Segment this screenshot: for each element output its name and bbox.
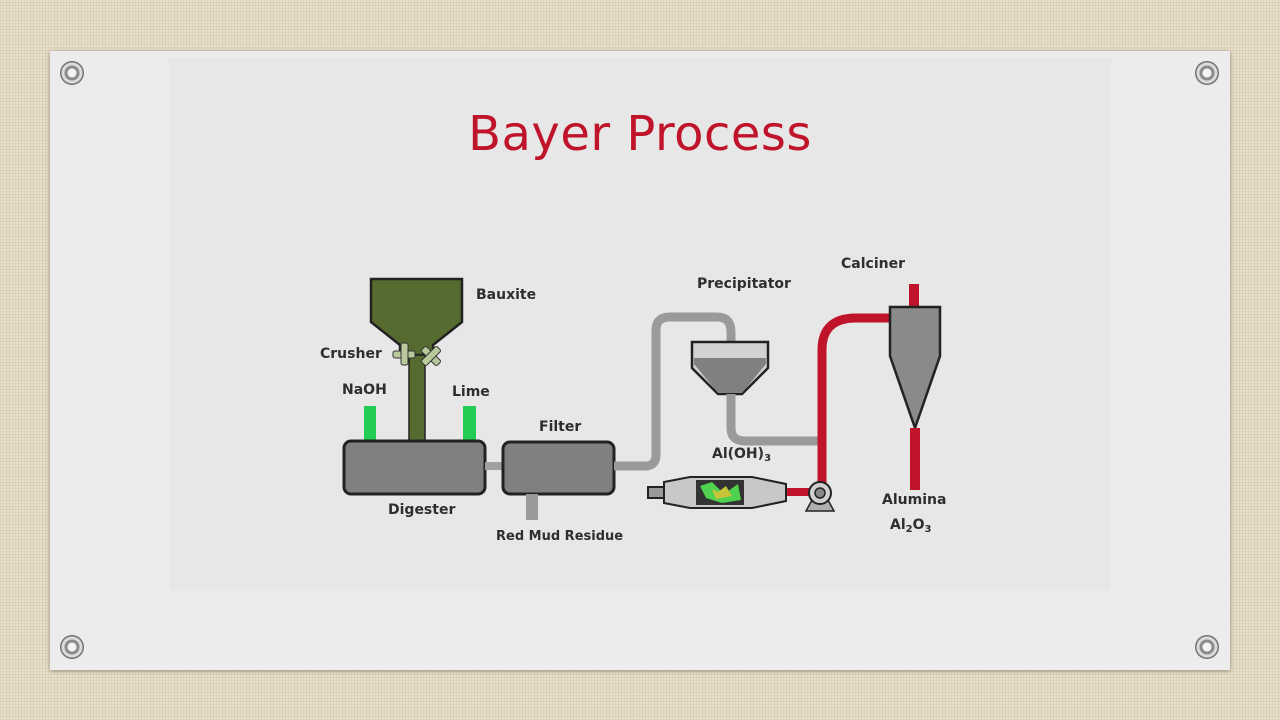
label-digester: Digester xyxy=(388,502,455,518)
label-aloh3: Al(OH)3 xyxy=(712,446,771,464)
feed-column xyxy=(408,354,426,443)
label-crusher: Crusher xyxy=(320,346,382,362)
alumina-outlet-pipe xyxy=(910,428,920,490)
pin-bottom-left-icon xyxy=(60,635,84,659)
label-calciner: Calciner xyxy=(841,256,905,272)
label-precipitator: Precipitator xyxy=(697,276,791,292)
precipitator-cone xyxy=(694,364,766,393)
label-filter: Filter xyxy=(539,419,581,435)
label-bauxite: Bauxite xyxy=(476,287,536,303)
label-al2o3: Al2O3 xyxy=(890,517,932,535)
pin-bottom-right-icon xyxy=(1195,635,1219,659)
filter-precipitator-pipe xyxy=(614,312,736,471)
label-alumina: Alumina xyxy=(882,492,946,508)
blower-fan-icon xyxy=(804,481,836,512)
crusher-icon xyxy=(392,342,441,366)
label-red-mud-residue: Red Mud Residue xyxy=(496,529,623,544)
calciner-feed-pipe xyxy=(817,313,892,492)
kiln-outlet-pipe xyxy=(780,488,810,496)
digester-filter-pipe xyxy=(485,462,503,470)
slide-content-area xyxy=(169,58,1111,591)
calciner-cyclone xyxy=(888,305,942,432)
red-mud-outlet xyxy=(526,494,538,520)
aloh3-pipe xyxy=(726,394,824,446)
digester-vessel xyxy=(342,439,487,496)
rotary-kiln xyxy=(647,476,787,509)
label-lime: Lime xyxy=(452,384,490,400)
bauxite-hopper xyxy=(369,277,464,357)
pin-top-right-icon xyxy=(1195,61,1219,85)
label-naoh: NaOH xyxy=(342,382,387,398)
calciner-exhaust-pipe xyxy=(909,284,919,309)
pin-top-left-icon xyxy=(60,61,84,85)
lime-inlet xyxy=(463,406,476,442)
naoh-inlet xyxy=(364,406,376,442)
precipitator-liquid xyxy=(694,358,766,364)
filter-vessel xyxy=(501,440,616,496)
slide-title: Bayer Process xyxy=(468,106,812,162)
